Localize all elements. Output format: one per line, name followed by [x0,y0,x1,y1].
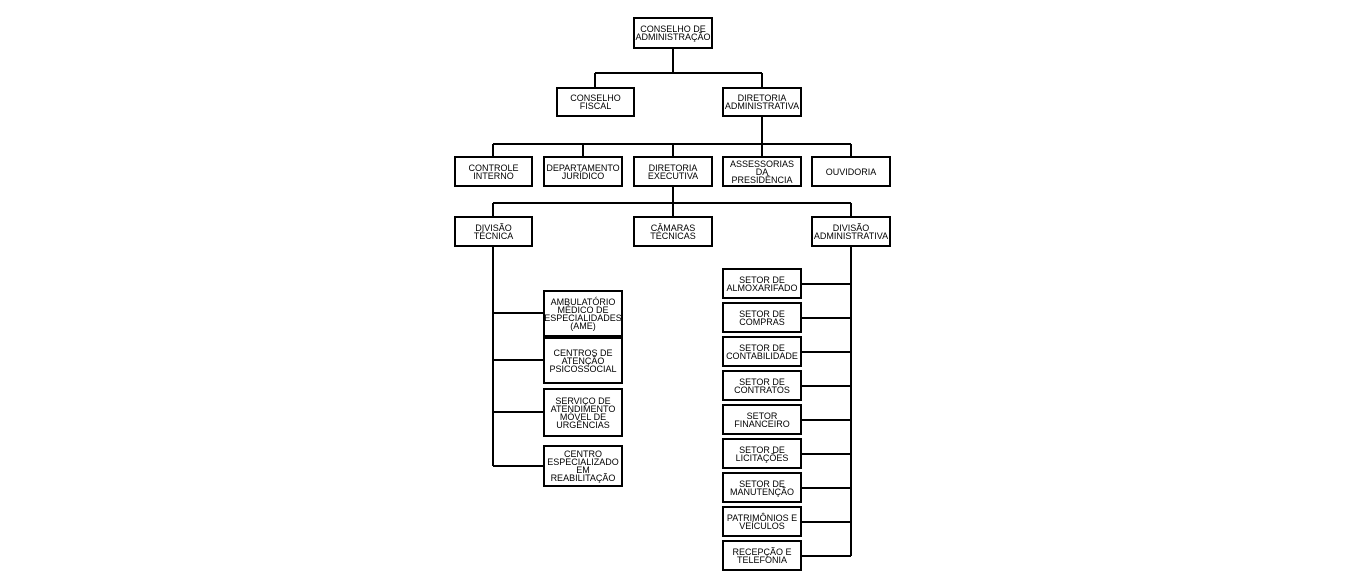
org-node-divisao-administrativa: DIVISÃO ADMINISTRATIVA [811,216,891,247]
org-node-camaras-tecnicas: CÂMARAS TÉCNICAS [633,216,713,247]
org-node-patrimonios: PATRIMÔNIOS E VEÍCULOS [722,506,802,537]
org-node-assessorias-presidencia: ASSESSORIAS DA PRESIDÊNCIA [722,156,802,187]
org-node-controle-interno: CONTROLE INTERNO [454,156,533,187]
org-node-compras: SETOR DE COMPRAS [722,302,802,333]
org-node-diretoria-executiva: DIRETORIA EXECUTIVA [633,156,713,187]
org-node-caps: CENTROS DE ATENÇÃO PSICOSSOCIAL [543,337,623,384]
org-node-conselho-administracao: CONSELHO DE ADMINISTRAÇÃO [633,17,713,49]
org-node-contratos: SETOR DE CONTRATOS [722,370,802,401]
org-node-cer: CENTRO ESPECIALIZADO EM REABILITAÇÃO [543,445,623,487]
org-node-contabilidade: SETOR DE CONTABILIDADE [722,336,802,367]
org-node-ouvidoria: OUVIDORIA [811,156,891,187]
org-node-almoxarifado: SETOR DE ALMOXARIFADO [722,268,802,299]
org-node-licitacoes: SETOR DE LICITAÇÕES [722,438,802,469]
connector-lines [492,49,852,557]
org-node-samu: SERVIÇO DE ATENDIMENTO MÓVEL DE URGÊNCIA… [543,388,623,437]
org-node-financeiro: SETOR FINANCEIRO [722,404,802,435]
org-node-divisao-tecnica: DIVISÃO TÉCNICA [454,216,533,247]
org-node-recepcao: RECEPÇÃO E TELEFONIA [722,540,802,571]
org-node-departamento-juridico: DEPARTAMENTO JURÍDICO [543,156,623,187]
org-node-diretoria-administrativa: DIRETORIA ADMINISTRATIVA [722,87,802,117]
org-node-manutencao: SETOR DE MANUTENÇÃO [722,472,802,503]
org-node-conselho-fiscal: CONSELHO FISCAL [556,87,635,117]
org-node-ame: AMBULATÓRIO MÉDICO DE ESPECIALIDADES (AM… [543,290,623,337]
